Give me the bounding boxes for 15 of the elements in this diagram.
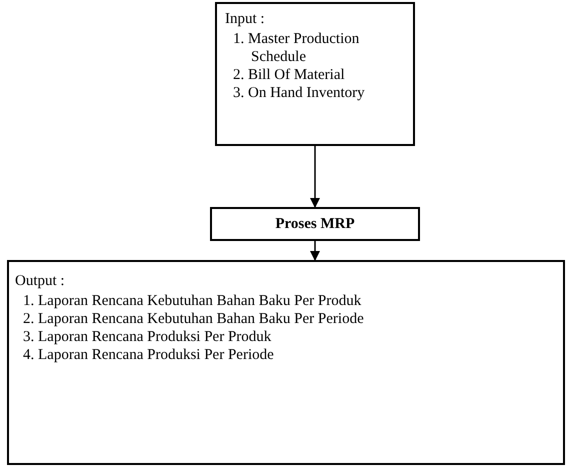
list-item: 3. Laporan Rencana Produksi Per Produk	[22, 328, 272, 346]
arrow	[310, 241, 320, 261]
process-box	[210, 207, 420, 241]
list-item: 1. Master Production Schedule	[232, 30, 360, 66]
process-label: Proses MRP	[274, 215, 356, 233]
list-item: 3. On Hand Inventory	[232, 84, 366, 102]
list-box	[7, 260, 565, 465]
list-box	[215, 2, 415, 146]
list-item: 1. Laporan Rencana Kebutuhan Bahan Baku Per Produk	[22, 292, 362, 310]
list-heading: Input :	[225, 10, 266, 28]
list-item: 2. Laporan Rencana Kebutuhan Bahan Baku Per Periode	[22, 310, 365, 328]
list-item: 2. Bill Of Material	[232, 66, 346, 84]
list-heading: Output :	[15, 272, 66, 290]
arrow	[310, 146, 320, 208]
list-item: 4. Laporan Rencana Produksi Per Periode	[22, 346, 275, 364]
